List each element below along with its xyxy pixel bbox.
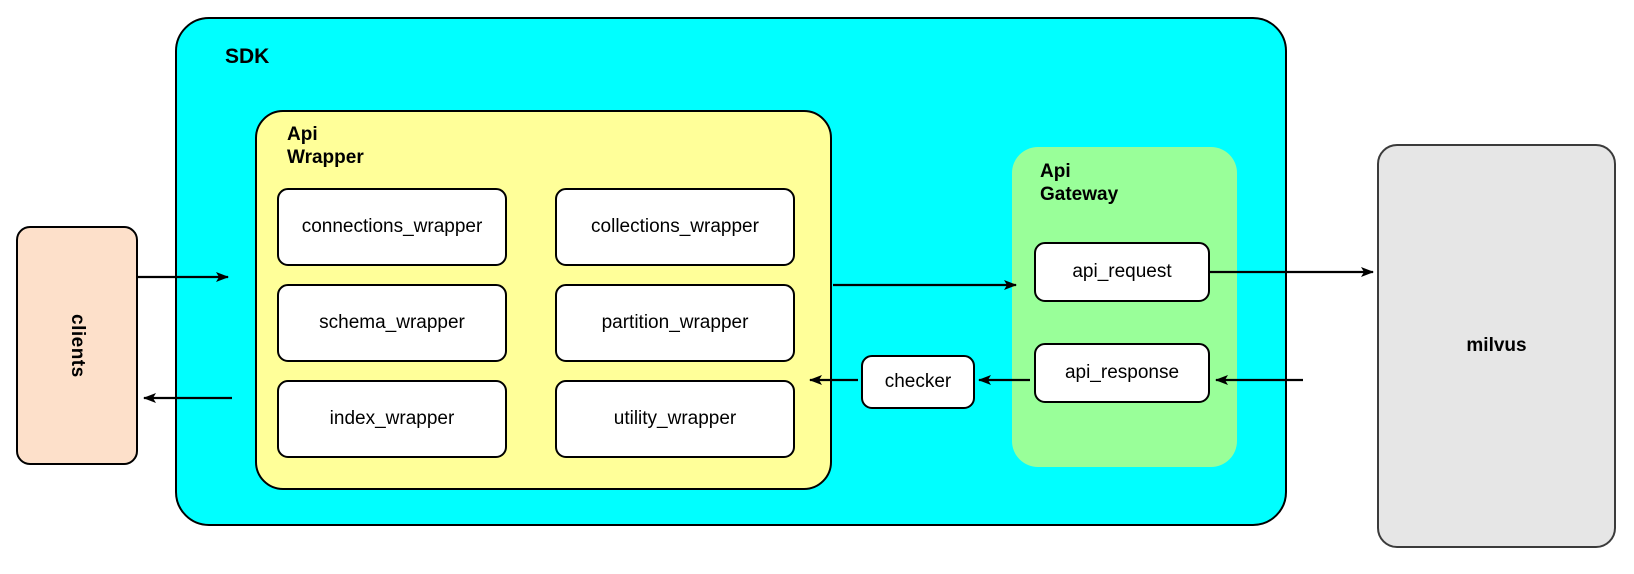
node-api-response[interactable]: api_response [1034, 343, 1210, 403]
node-partition-wrapper-label: partition_wrapper [601, 312, 749, 333]
group-api-wrapper[interactable]: Api Wrapper connections_wrapper collecti… [255, 110, 832, 490]
node-api-response-label: api_response [1064, 362, 1180, 383]
group-api-gateway-label: Api Gateway [1040, 161, 1119, 205]
node-connections-wrapper[interactable]: connections_wrapper [277, 188, 507, 266]
node-checker-label: checker [884, 371, 952, 392]
node-schema-wrapper[interactable]: schema_wrapper [277, 284, 507, 362]
node-api-request-label: api_request [1072, 261, 1172, 282]
node-milvus-label: milvus [1466, 335, 1527, 356]
node-index-wrapper-label: index_wrapper [329, 408, 455, 429]
group-api-wrapper-label: Api Wrapper [287, 124, 364, 168]
node-api-request[interactable]: api_request [1034, 242, 1210, 302]
group-api-gateway[interactable]: Api Gateway api_request api_response [1012, 147, 1237, 467]
node-partition-wrapper[interactable]: partition_wrapper [555, 284, 795, 362]
node-clients[interactable]: clients [16, 226, 138, 465]
node-index-wrapper[interactable]: index_wrapper [277, 380, 507, 458]
node-milvus[interactable]: milvus [1377, 144, 1616, 548]
node-collections-wrapper[interactable]: collections_wrapper [555, 188, 795, 266]
node-collections-wrapper-label: collections_wrapper [591, 216, 759, 237]
node-checker[interactable]: checker [861, 355, 975, 409]
node-utility-wrapper[interactable]: utility_wrapper [555, 380, 795, 458]
node-connections-wrapper-label: connections_wrapper [301, 216, 483, 237]
node-clients-label: clients [67, 313, 88, 378]
node-schema-wrapper-label: schema_wrapper [319, 312, 465, 333]
group-sdk-label: SDK [225, 45, 270, 68]
node-utility-wrapper-label: utility_wrapper [613, 408, 737, 429]
